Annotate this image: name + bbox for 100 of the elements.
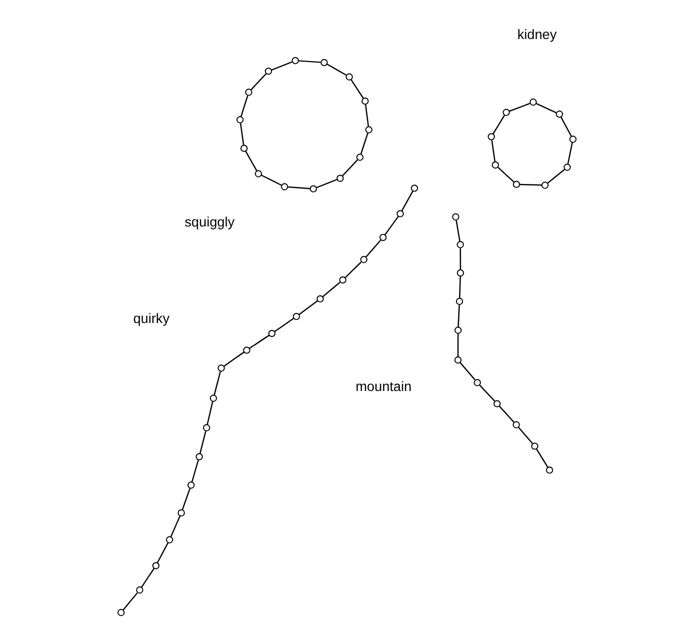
connector [298, 300, 318, 316]
connector [122, 592, 138, 610]
node-circle [254, 170, 262, 178]
connector [547, 168, 565, 184]
connector [249, 334, 270, 349]
label: kidney [517, 27, 557, 42]
node-circle [243, 346, 250, 354]
node-circle [236, 116, 244, 124]
node-circle [488, 133, 495, 140]
label: mountain [356, 378, 412, 394]
connector [271, 61, 292, 71]
connector [156, 542, 169, 564]
connector [518, 426, 533, 444]
connector [245, 150, 258, 172]
node-circle [264, 68, 272, 75]
node-circle [202, 424, 210, 432]
node-circle [336, 174, 344, 182]
node-circle [360, 256, 368, 264]
node-circle [152, 562, 160, 570]
node-circle [356, 154, 364, 161]
connector [199, 430, 206, 454]
node-circle [346, 73, 353, 80]
connector [364, 104, 369, 126]
connector [182, 488, 191, 510]
connector [240, 123, 244, 146]
connector [298, 60, 321, 63]
node-circle [456, 269, 464, 276]
connector [250, 73, 266, 90]
connector [365, 240, 382, 258]
connector [458, 304, 460, 328]
node-circle [492, 161, 499, 169]
node-circle [379, 234, 387, 241]
node-circle [396, 210, 404, 218]
connector [520, 184, 542, 186]
node-circle [456, 241, 464, 248]
node-circle [310, 185, 317, 192]
connector [457, 333, 459, 357]
connector [240, 95, 248, 117]
node-circle [136, 586, 144, 594]
node-circle [210, 394, 217, 402]
connector [322, 282, 340, 298]
node-circle [240, 144, 248, 152]
connector [491, 140, 496, 162]
node-circle [292, 312, 300, 320]
node-circle [474, 379, 481, 386]
node-circle [362, 98, 369, 105]
node-circle [512, 421, 520, 428]
connector [536, 448, 548, 468]
node-circle [546, 466, 554, 474]
node-circle [410, 184, 418, 192]
connector [460, 362, 476, 380]
connector [458, 276, 461, 298]
connector [360, 132, 368, 154]
connector [326, 64, 347, 76]
node-circle [564, 164, 571, 171]
connector [560, 116, 572, 136]
node-circle [454, 356, 462, 364]
node-circle [541, 182, 549, 189]
node-circle [188, 482, 195, 489]
node-circle [531, 442, 538, 450]
node-circle [245, 88, 252, 96]
connector [498, 166, 514, 182]
connector [350, 79, 364, 98]
node-circle [452, 213, 460, 220]
connector [344, 262, 362, 278]
connector [170, 516, 181, 538]
connector [536, 102, 556, 114]
connector [401, 190, 414, 212]
node-circle [494, 400, 501, 408]
node-circle [196, 453, 203, 460]
connector [260, 174, 282, 186]
node-circle [117, 608, 125, 616]
connector [479, 384, 496, 402]
node-circle [530, 98, 537, 106]
node-circle [178, 509, 185, 516]
node-circle [502, 108, 510, 116]
connector [224, 352, 244, 367]
node-circle [456, 298, 464, 305]
connector [499, 406, 514, 423]
node-circle [268, 330, 276, 338]
connector [509, 102, 530, 112]
node-circle [280, 183, 288, 190]
connector [274, 318, 294, 332]
connector [140, 568, 155, 588]
label: squiggly [184, 214, 235, 230]
connector [288, 186, 310, 190]
connector [492, 115, 505, 134]
node-circle [512, 180, 520, 188]
node-circle [218, 364, 225, 372]
connector [460, 248, 462, 270]
connector [316, 178, 338, 188]
label: quirky [133, 311, 170, 326]
connector [206, 401, 214, 425]
node-circle [292, 57, 299, 64]
connector [567, 142, 573, 164]
connector [456, 220, 460, 242]
node-circle [556, 110, 564, 118]
node-circle [166, 536, 174, 544]
node-circle [320, 58, 328, 66]
connector [191, 460, 199, 482]
